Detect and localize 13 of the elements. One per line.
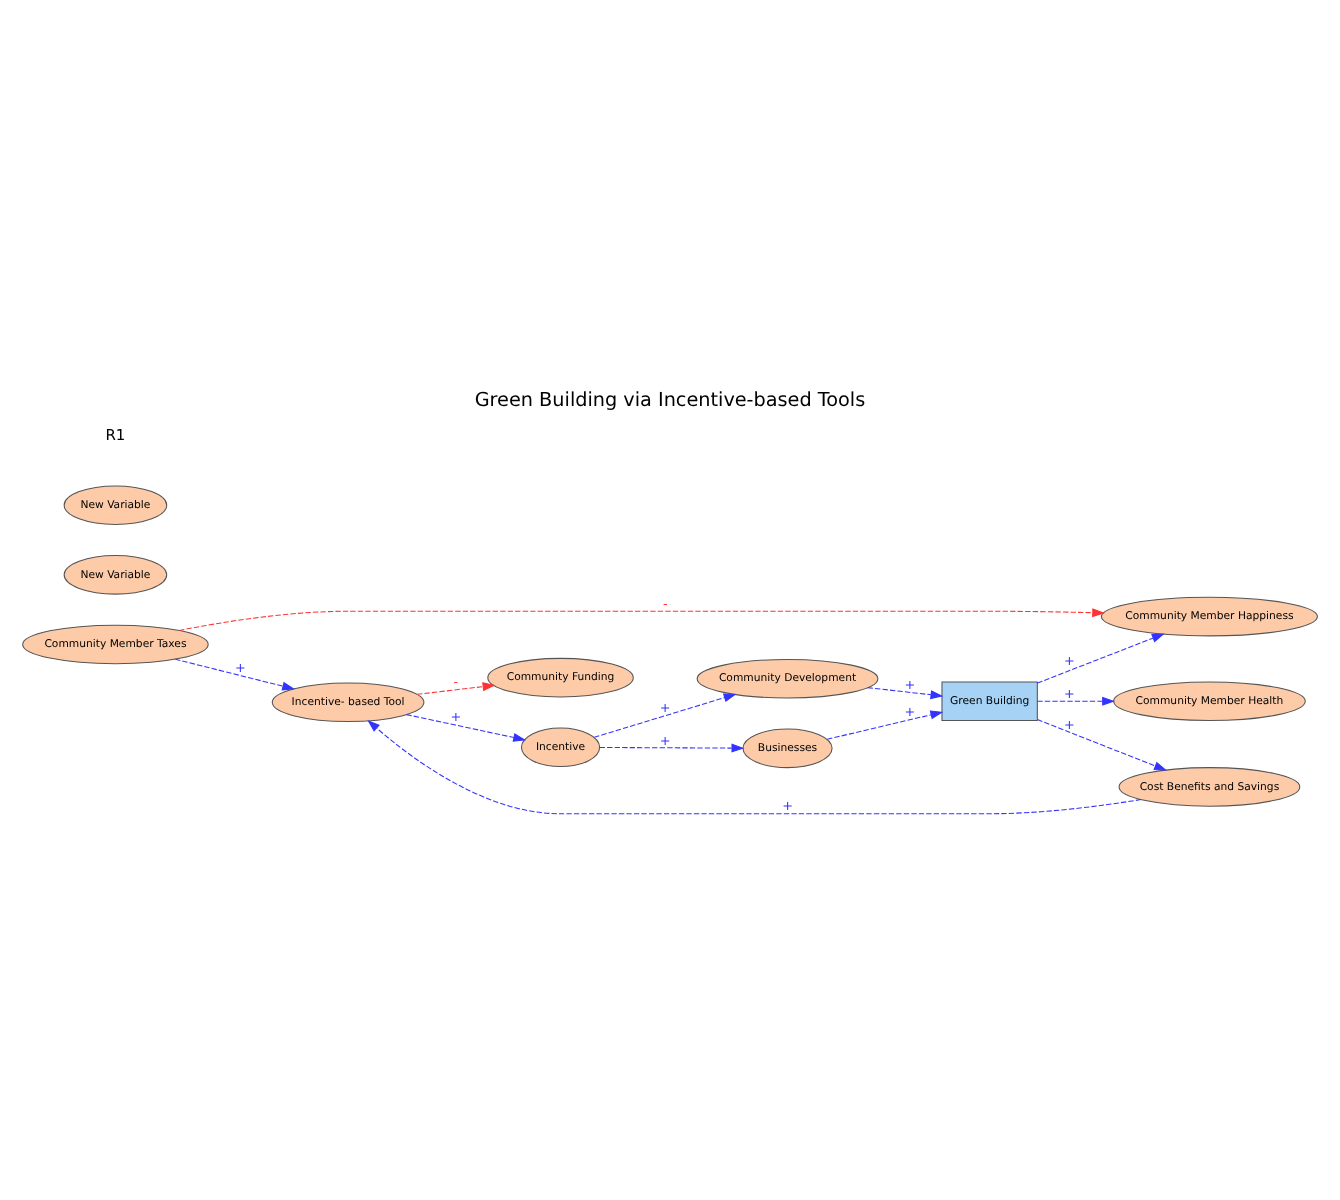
arrow — [1036, 633, 1165, 684]
arrow — [867, 687, 944, 700]
arrow — [367, 719, 1142, 815]
arrow — [406, 714, 527, 742]
arrow — [1036, 696, 1116, 706]
arrow — [416, 682, 496, 695]
arrow — [599, 743, 745, 753]
arrow — [174, 658, 296, 691]
arrow — [178, 608, 1106, 631]
diagram-title: Green Building via Incentive-based Tools — [474, 390, 866, 412]
arrow — [593, 693, 737, 738]
arrow — [826, 710, 944, 740]
arrow — [1036, 719, 1167, 771]
